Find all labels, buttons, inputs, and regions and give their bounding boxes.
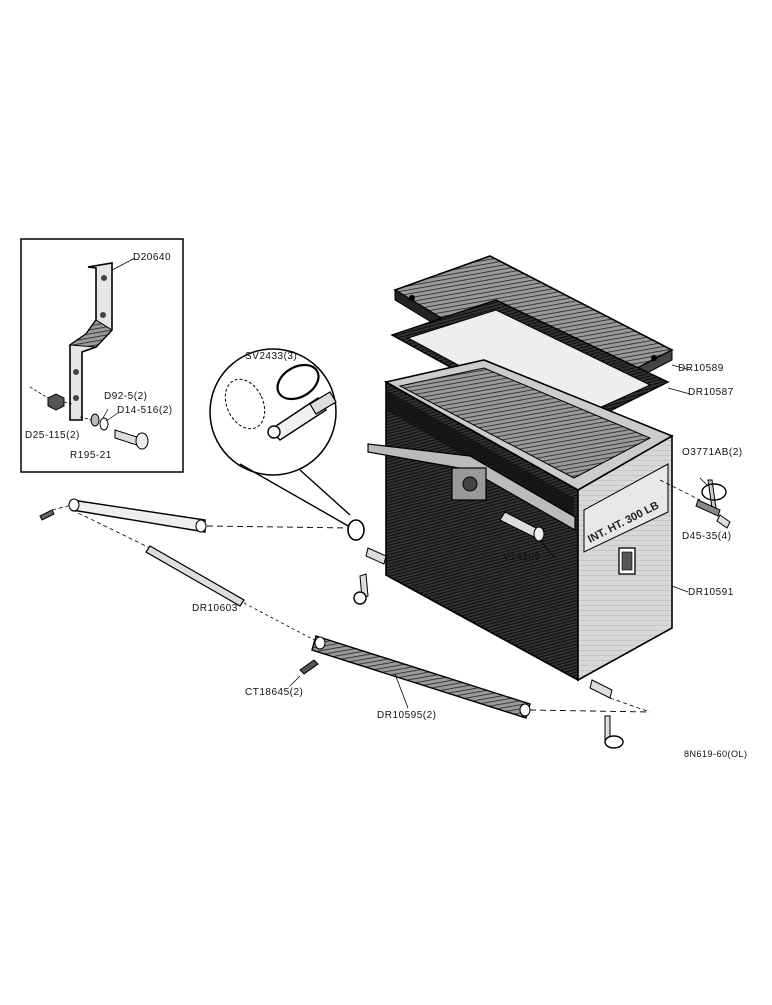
washers-bolt [79,408,149,450]
label-d20640: D20640 [133,252,172,263]
label-dr10595: DR10595(2) [377,710,437,721]
spring-pin-ct18645 [289,659,319,687]
label-ct18645: CT18645(2) [245,687,304,698]
cotter-pin-o3771ab [659,477,731,529]
pin-near-box [347,519,369,605]
label-sv2433: SV2433(3) [245,351,298,362]
label-d14-516: D14-516(2) [117,405,173,416]
label-dr10589: DR10589 [678,363,724,374]
strap-upper [39,498,353,549]
gasket-dr10587 [390,299,691,433]
nut-d25 [29,386,73,411]
label-dr10603: DR10603 [192,603,238,614]
drawing-reference: 8N619-60(OL) [684,749,748,759]
label-d25-115: D25-115(2) [25,430,80,441]
label-d92-5: D92-5(2) [104,391,148,402]
label-d45-35: D45-35(4) [682,531,732,542]
strap-lower-dr10595 [311,635,651,749]
rod-dr10603 [145,545,319,643]
label-r195-21: R195-21 [70,450,112,461]
inset-bracket-detail [20,238,184,473]
magnified-pin-callout [209,348,351,528]
battery-box-dr10591: INT. HT. 300 LB [365,359,689,699]
label-v14209: V14209 [503,552,541,563]
label-o3771ab: O3771AB(2) [682,447,743,458]
label-dr10591: DR10591 [688,587,734,598]
label-dr10587: DR10587 [688,387,734,398]
